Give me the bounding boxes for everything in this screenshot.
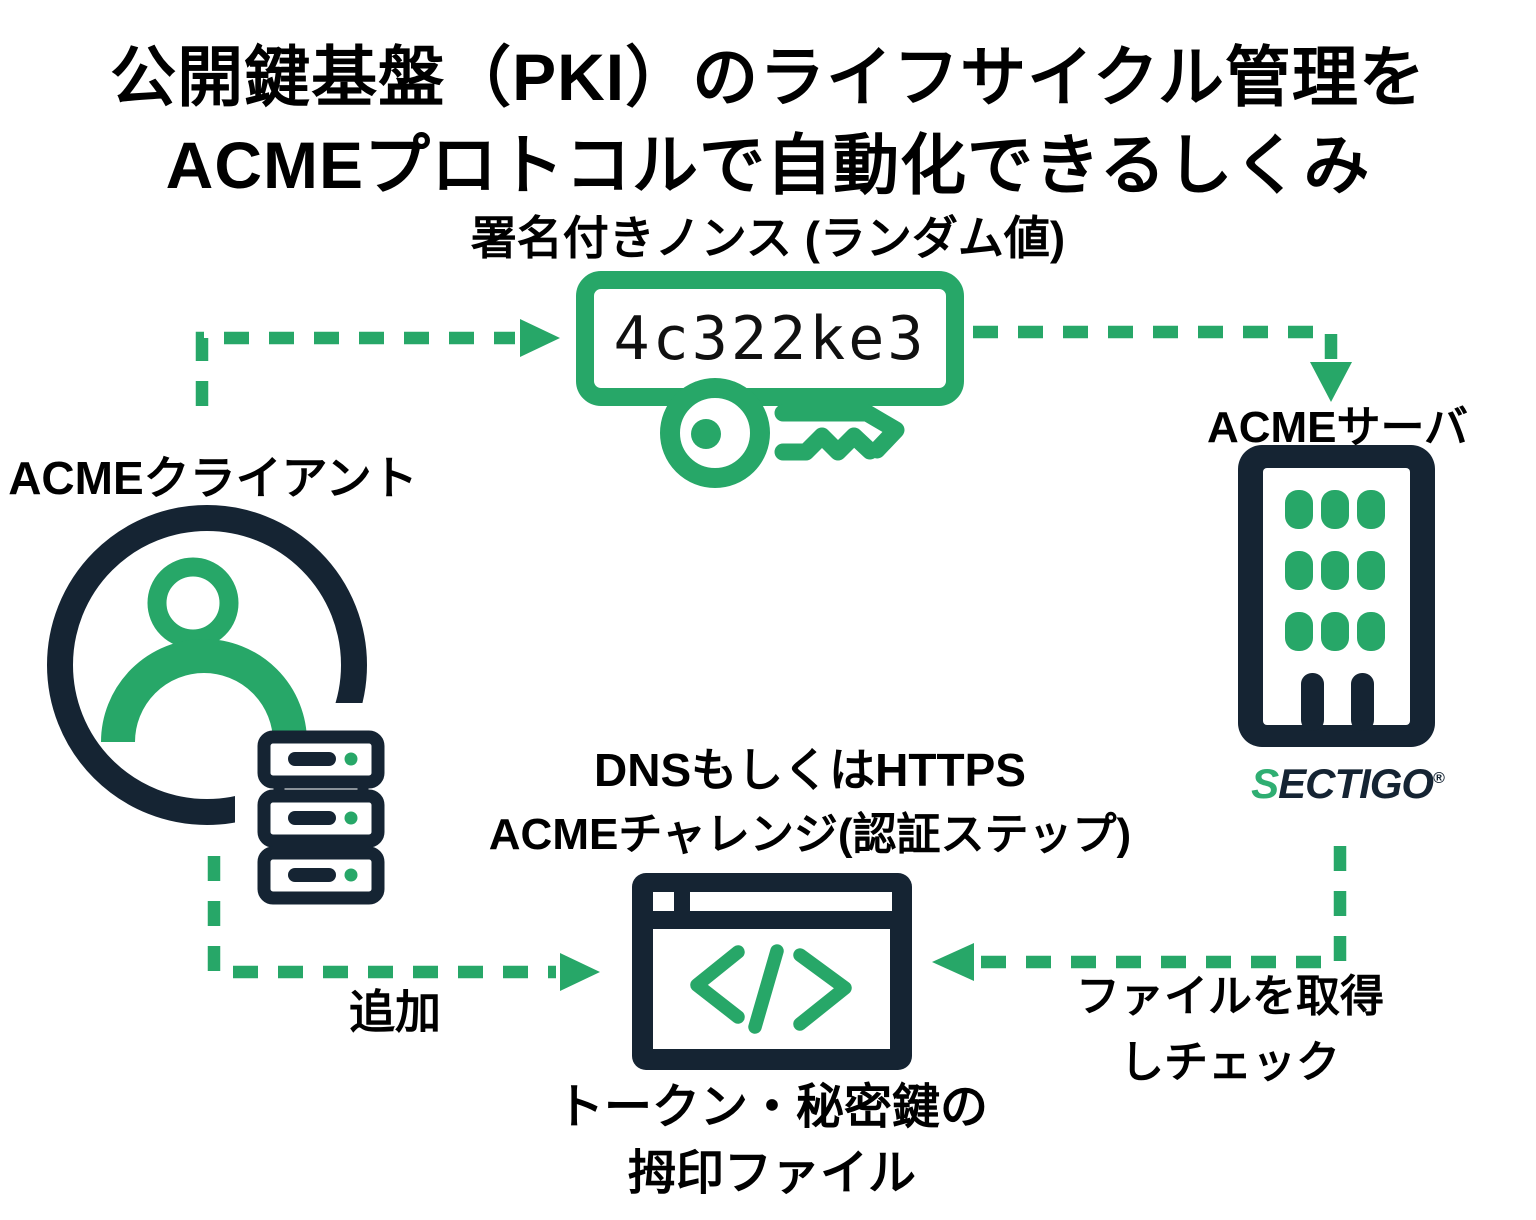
- client-circle: [47, 505, 367, 825]
- rack-led: [344, 868, 358, 882]
- user-icon: [101, 557, 307, 743]
- server-rack-icon: [257, 730, 385, 905]
- arrowhead-left-icon: [932, 943, 974, 981]
- challenge-title-line1: DNSもしくはHTTPS: [594, 744, 1026, 796]
- dashed-line: [976, 846, 1347, 969]
- client-icon-group: [47, 505, 405, 921]
- flow-nonce-to-server: [973, 325, 1352, 402]
- registered-mark: ®: [1433, 770, 1445, 787]
- page-title-line2: ACMEプロトコルで自動化できるしくみ: [165, 128, 1371, 202]
- building-interior: [1263, 468, 1410, 725]
- rack-slot: [288, 868, 336, 882]
- building-icon: [1238, 445, 1435, 747]
- arrowhead-right-icon: [560, 953, 600, 991]
- nonce-caption: 署名付きノンス (ランダム値): [470, 212, 1066, 264]
- dashed-line: [195, 331, 515, 406]
- user-body: [101, 639, 307, 743]
- rack-slot: [288, 752, 336, 766]
- code-glyph: [690, 944, 852, 1034]
- challenge-title-line2: ACMEチャレンジ(認証ステップ): [488, 810, 1132, 859]
- sectigo-logo-s: S: [1251, 760, 1279, 807]
- nonce-frame: [576, 271, 964, 406]
- arrowhead-right-icon: [520, 319, 560, 357]
- window-titlebar-bar: [690, 892, 892, 911]
- building-windows: [1285, 490, 1385, 651]
- dashed-line: [973, 325, 1338, 360]
- sectigo-logo: SECTIGO®: [1240, 760, 1455, 808]
- arrowhead-down-icon: [1310, 362, 1352, 402]
- client-label: ACMEクライアント: [8, 452, 418, 504]
- flow-client-to-challenge: [207, 856, 600, 991]
- code-window-icon: [632, 873, 912, 1070]
- challenge-caption-line1: トークン・秘密鍵の: [555, 1081, 988, 1134]
- flow-fetch-label-line2: しチェック: [1120, 1038, 1340, 1087]
- server-label: ACMEサーバ: [1206, 403, 1469, 452]
- key-teeth: [774, 427, 879, 461]
- nonce-value: 4c322ke3: [613, 303, 927, 374]
- nonce-box: [576, 271, 964, 488]
- flow-fetch-label-line1: ファイルを取得: [1076, 972, 1384, 1021]
- rack-led: [344, 811, 358, 825]
- page-title-line1: 公開鍵基盤（PKI）のライフサイクル管理を: [110, 40, 1426, 114]
- flow-server-to-challenge: [932, 846, 1347, 981]
- challenge-caption-line2: 拇印ファイル: [627, 1147, 916, 1200]
- window-titlebar-button: [653, 892, 674, 911]
- flow-add-label: 追加: [349, 986, 441, 1038]
- key-icon: [660, 378, 905, 488]
- rack-slot: [288, 811, 336, 825]
- flow-client-to-nonce: [195, 319, 560, 406]
- key-shaft: [774, 404, 905, 459]
- sectigo-logo-rest: ECTIGO: [1278, 760, 1434, 807]
- building-doors: [1301, 673, 1374, 731]
- rack-led: [344, 752, 358, 766]
- key-hole: [691, 419, 721, 449]
- user-head: [147, 557, 239, 649]
